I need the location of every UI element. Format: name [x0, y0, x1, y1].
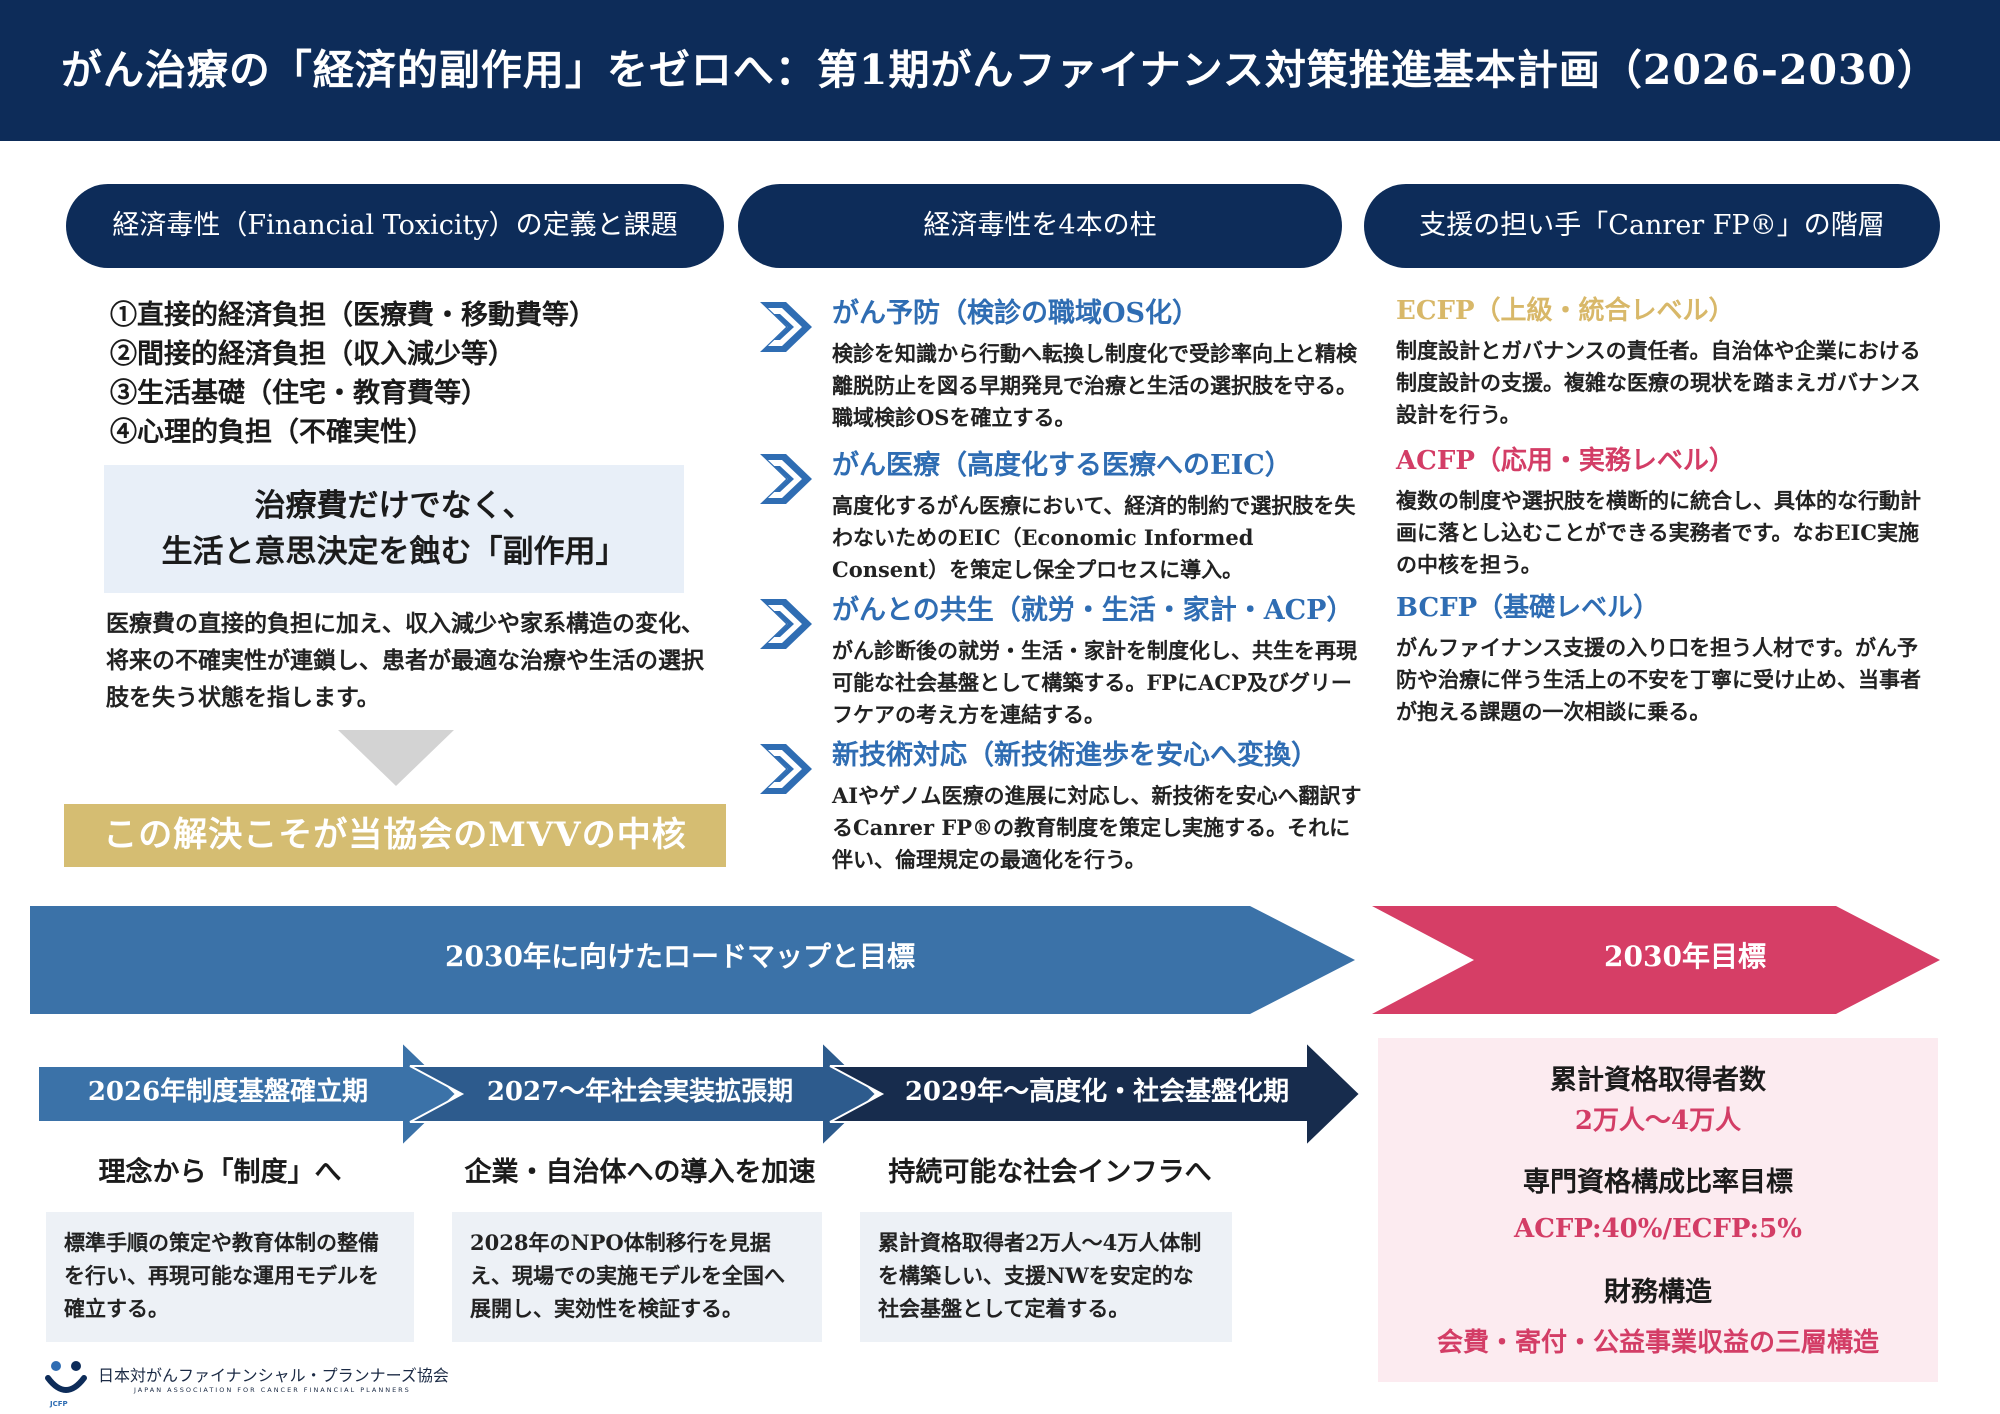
- burden-item: ①直接的経済負担（医療費・移動費等）: [110, 300, 596, 331]
- goal-financial-heading: 財務構造: [1604, 1277, 1712, 1308]
- highlight-box: 治療費だけでなく、 生活と意思決定を蝕む「副作用」: [104, 465, 684, 593]
- roadmap-banner: [30, 906, 1940, 1014]
- tier-title: ACFP（応用・実務レベル）: [1396, 446, 1735, 476]
- tier-title: BCFP（基礎レベル）: [1396, 593, 1660, 623]
- jcfp-logo-icon: [45, 1361, 87, 1393]
- chevron-right-icon: [760, 302, 812, 352]
- organization-name-en: JAPAN ASSOCIATION FOR CANCER FINANCIAL P…: [134, 1386, 411, 1394]
- phase-arrow-3: [829, 1039, 1362, 1149]
- tier-body: がんファイナンス支援の入り口を担う人材です。がん予防や治療に伴う生活上の不安を丁…: [1396, 635, 1921, 724]
- tier-ecfp: ECFP（上級・統合レベル） 制度設計とガバナンスの責任者。自治体や企業における…: [1396, 293, 1926, 431]
- page-title: がん治療の「経済的副作用」をゼロへ：第1期がんファイナンス対策推進基本計画（20…: [60, 46, 1940, 94]
- goal-qualified-count-heading: 累計資格取得者数: [1550, 1065, 1766, 1096]
- tier-acfp: ACFP（応用・実務レベル） 複数の制度や選択肢を横断的に統合し、具体的な行動計…: [1396, 443, 1926, 581]
- goal-arrow-shape: [1372, 906, 1940, 1014]
- phase-arrow-2: [409, 1039, 878, 1149]
- phase-2-description: 2028年のNPO体制移行を見据え、現場での実施モデルを全国へ展開し、実効性を検…: [452, 1212, 822, 1342]
- definition-text: 医療費の直接的負担に加え、収入減少や家系構造の変化、将来の不確実性が連鎖し、患者…: [106, 610, 704, 711]
- header-bar: [0, 0, 2000, 141]
- pillar-title: がん医療（高度化する医療へのEIC）: [832, 450, 1292, 481]
- middle-column-header: 経済毒性を4本の柱: [738, 184, 1342, 268]
- pillar-title: がんとの共生（就労・生活・家計・ACP）: [832, 595, 1354, 626]
- goal-qualified-count-value: 2万人～4万人: [1574, 1106, 1742, 1136]
- pillar-coexistence: がんとの共生（就労・生活・家計・ACP） がん診断後の就労・生活・家計を制度化し…: [760, 593, 1360, 733]
- phase-3-label: 2029年～高度化・社会基盤化期: [904, 1077, 1290, 1107]
- phase-2-label: 2027～年社会実装拡張期: [486, 1077, 794, 1107]
- phase-arrows: [37, 1039, 1362, 1149]
- pillar-title: がん予防（検診の職域OS化）: [832, 298, 1200, 329]
- roadmap-arrow-shape: [30, 906, 1355, 1014]
- goal-financial-value: 会費・寄付・公益事業収益の三層構造: [1436, 1328, 1879, 1358]
- left-column-header: 経済毒性（Financial Toxicity）の定義と課題: [66, 184, 724, 268]
- chevron-right-icon: [760, 744, 812, 794]
- down-arrow-icon: [338, 730, 454, 786]
- tier-body: 制度設計とガバナンスの責任者。自治体や企業における制度設計の支援。複雑な医療の現…: [1396, 338, 1921, 427]
- goals-panel: [1378, 1038, 1938, 1382]
- organization-name: 日本対がんファイナンシャル・プランナーズ協会: [98, 1366, 449, 1385]
- tier-body: 複数の制度や選択肢を横断的に統合し、具体的な行動計画に落とし込むことができる実務…: [1396, 488, 1921, 577]
- phase-1-description: 標準手順の策定や教育体制の整備を行い、再現可能な運用モデルを確立する。: [46, 1212, 414, 1342]
- phase-1-label: 2026年制度基盤確立期: [87, 1077, 369, 1107]
- goal-label: 2030年目標: [1604, 940, 1766, 973]
- phase-2-subtitle: 企業・自治体への導入を加速: [464, 1157, 816, 1188]
- phase-3-description: 累計資格取得者2万人～4万人体制を構築しい、支援NWを安定的な社会基盤として定着…: [860, 1212, 1232, 1342]
- pillar-body: AIやゲノム医療の進展に対応し、新技術を安心へ翻訳するCanrer FP®の教育…: [832, 783, 1362, 872]
- pillar-body: 検診を知識から行動へ転換し制度化で受診率向上と精検離脱防止を図る早期発見で治療と…: [832, 341, 1357, 430]
- highlight-line-2: 生活と意思決定を蝕む「副作用」: [161, 534, 627, 570]
- phase-1-subtitle: 理念から「制度」へ: [98, 1157, 342, 1188]
- pillar-treatment: がん医療（高度化する医療へのEIC） 高度化するがん医療において、経済的制約で選…: [760, 448, 1360, 588]
- organization-abbr: JCFP: [50, 1400, 68, 1408]
- burden-item: ②間接的経済負担（収入減少等）: [110, 339, 515, 370]
- goal-composition-value: ACFP:40%/ECFP:5%: [1514, 1214, 1802, 1244]
- phase-3-subtitle: 持続可能な社会インフラへ: [888, 1157, 1212, 1188]
- pillar-title: 新技術対応（新技術進歩を安心へ変換）: [832, 740, 1318, 771]
- right-column-header: 支援の担い手「Canrer FP®」の階層: [1364, 184, 1940, 268]
- chevron-right-icon: [760, 454, 812, 504]
- pillar-body: がん診断後の就労・生活・家計を制度化し、共生を再現可能な社会基盤として構築する。…: [832, 638, 1357, 727]
- tier-bcfp: BCFP（基礎レベル） がんファイナンス支援の入り口を担う人材です。がん予防や治…: [1396, 590, 1926, 728]
- highlight-line-1: 治療費だけでなく、: [254, 488, 534, 524]
- pillar-prevention: がん予防（検診の職域OS化） 検診を知識から行動へ転換し制度化で受診率向上と精検…: [760, 296, 1360, 436]
- pillar-new-technology: 新技術対応（新技術進歩を安心へ変換） AIやゲノム医療の進展に対応し、新技術を安…: [760, 738, 1362, 878]
- chevron-right-icon: [760, 599, 812, 649]
- burden-item: ④心理的負担（不確実性）: [110, 417, 434, 448]
- mvv-banner: この解決こそが当協会のMVVの中核: [64, 804, 726, 867]
- tier-title: ECFP（上級・統合レベル）: [1396, 296, 1735, 326]
- burden-item: ③生活基礎（住宅・教育費等）: [110, 378, 488, 409]
- pillar-body: 高度化するがん医療において、経済的制約で選択肢を失わないためのEIC（Econo…: [832, 493, 1356, 582]
- roadmap-label: 2030年に向けたロードマップと目標: [445, 940, 915, 973]
- burden-list: ①直接的経済負担（医療費・移動費等） ②間接的経済負担（収入減少等） ③生活基礎…: [110, 296, 730, 452]
- goal-composition-heading: 専門資格構成比率目標: [1523, 1167, 1793, 1198]
